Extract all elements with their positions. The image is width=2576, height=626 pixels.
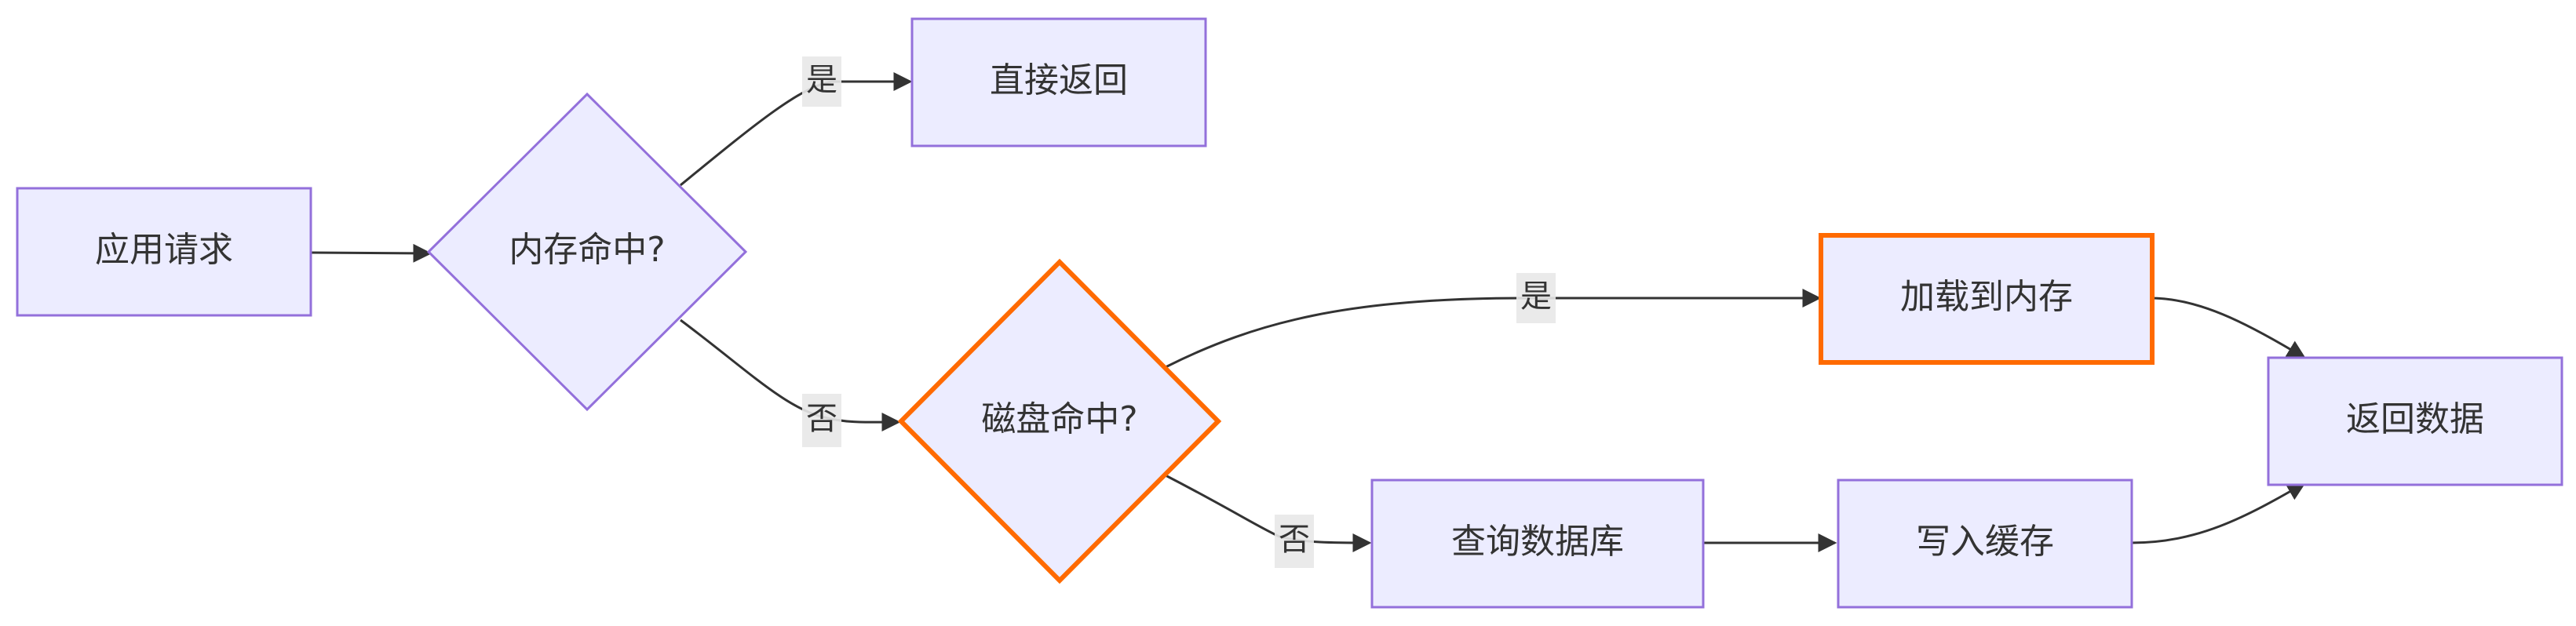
node-return-data[interactable]: 返回数据 (2267, 356, 2563, 486)
node-write-cache[interactable]: 写入缓存 (1837, 479, 2133, 609)
edge-labels-group: 是 否 是 否 (802, 56, 1556, 568)
edge-memory-to-return-direct (680, 72, 913, 187)
node-return-direct[interactable]: 直接返回 (910, 17, 1207, 147)
edge-label-memory-yes: 是 (802, 56, 841, 107)
edge-label-disk-yes: 是 (1516, 273, 1556, 323)
node-load-to-memory[interactable]: 加载到内存 (1819, 233, 2155, 365)
edge-disk-to-query-db (1165, 474, 1372, 552)
node-write-cache-label: 写入缓存 (1916, 522, 2054, 562)
edge-label-disk-no-text: 否 (1279, 522, 1310, 558)
node-memory-hit-label: 内存命中? (509, 230, 665, 270)
node-return-data-label: 返回数据 (2346, 399, 2484, 439)
edge-label-disk-no: 否 (1275, 515, 1314, 568)
edge-label-disk-yes-text: 是 (1520, 278, 1552, 315)
node-app-request[interactable]: 应用请求 (16, 187, 312, 317)
node-return-direct-label: 直接返回 (990, 60, 1128, 100)
edge-label-memory-no: 否 (802, 394, 841, 447)
nodes-group: 应用请求 内存命中? 直接返回 磁盘命中? 加载到内存 查询数据库 写入缓存 (16, 17, 2563, 609)
node-app-request-label: 应用请求 (95, 230, 233, 270)
edge-load-memory-to-return-data (2150, 297, 2307, 359)
edge-label-memory-no-text: 否 (806, 401, 837, 437)
node-disk-hit[interactable]: 磁盘命中? (897, 258, 1222, 584)
node-disk-hit-label: 磁盘命中? (981, 399, 1137, 439)
node-memory-hit[interactable]: 内存命中? (426, 92, 748, 412)
edge-memory-to-disk (680, 318, 901, 432)
node-query-db[interactable]: 查询数据库 (1370, 479, 1705, 609)
node-load-to-memory-label: 加载到内存 (1900, 277, 2073, 317)
edge-write-cache-to-return-data (2130, 482, 2307, 544)
edge-disk-to-load-memory (1165, 289, 1822, 369)
node-query-db-label: 查询数据库 (1451, 522, 1624, 562)
edge-label-memory-yes-text: 是 (806, 62, 837, 98)
